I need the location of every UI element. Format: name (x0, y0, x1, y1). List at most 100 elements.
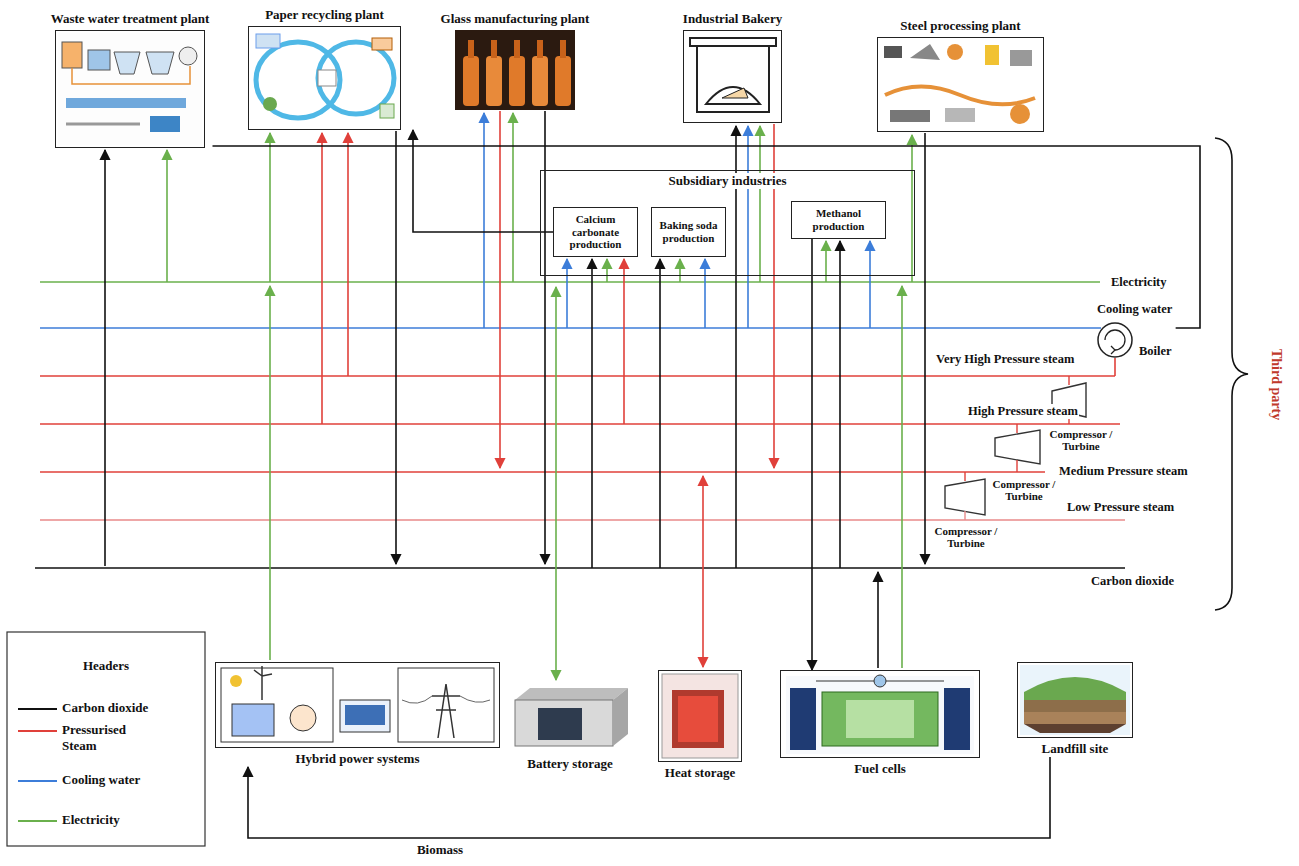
paper-recycling-picture (263, 97, 277, 111)
glass-bottles-picture (537, 40, 543, 58)
paper-recycling-picture (372, 38, 392, 50)
compressor-turbine-symbols (995, 430, 1040, 464)
landfill-picture (1024, 677, 1126, 700)
plant-node: Industrial Bakery (680, 11, 786, 123)
cooling-water-wires (869, 241, 871, 328)
steam-wires (623, 259, 625, 424)
glass-bottles-picture (532, 56, 548, 106)
co2-wires (659, 259, 661, 568)
box-label: Baking soda production (655, 219, 722, 244)
node-label: Hybrid power systems (215, 751, 500, 767)
wastewater-picture (88, 50, 110, 70)
picture-frame (215, 662, 500, 748)
hybrid-power-picture (221, 666, 494, 742)
steam-wires (347, 133, 349, 376)
battery-picture (613, 688, 628, 746)
legend-line-sample (18, 820, 57, 822)
box-label: Calcium carbonate production (557, 213, 634, 251)
industry-group: Subsidiary industriesCalcium carbonate p… (540, 170, 915, 276)
label-holder: Medium Pressure steam (1058, 464, 1189, 479)
header-label: Compressor / Turbine (990, 478, 1058, 502)
bakery-oven-picture (690, 38, 776, 46)
hybrid-power-picture (221, 668, 333, 742)
third-party-brace (1215, 138, 1248, 610)
header-label: Carbon dioxide (1090, 574, 1175, 589)
co2-wires (877, 572, 879, 668)
bakery-oven-picture (722, 88, 748, 98)
wastewater-picture (179, 47, 197, 65)
bakery-oven-picture (690, 38, 776, 112)
waste-node: Landfill site (1017, 662, 1133, 757)
legend-entry: Pressurised Steam (62, 722, 162, 753)
node-label: Industrial Bakery (680, 11, 786, 27)
glass-bottles-picture (491, 40, 497, 58)
hybrid-power-picture (232, 704, 274, 736)
fuel-cell-picture (874, 675, 886, 687)
electricity-wires (512, 113, 514, 282)
process-box: Methanol production (791, 201, 886, 239)
compressor-turbine-symbols (1068, 376, 1069, 385)
legend-entry: Cooling water (62, 772, 140, 788)
boiler-symbol (1095, 318, 1135, 362)
legend-box (7, 632, 205, 846)
paper-recycling-picture (318, 70, 336, 86)
header-label: High Pressure steam (967, 404, 1079, 419)
process-box: Baking soda production (651, 207, 726, 257)
node-label: Fuel cells (780, 761, 980, 777)
glass-bottles-picture (486, 56, 502, 106)
plant-node: Glass manufacturing plant (438, 11, 593, 110)
steel-plant-picture (890, 110, 930, 122)
legend-text: Pressurised Steam (62, 722, 162, 753)
picture-frame (1017, 662, 1133, 738)
wastewater-picture (66, 123, 140, 126)
heat-storage-picture (672, 690, 724, 748)
picture-frame (55, 30, 205, 148)
plant-node: Steel processing plant (877, 18, 1044, 132)
paper-recycling-picture (318, 42, 394, 114)
glass-bottles-picture (463, 56, 479, 106)
cooling-water-wires (566, 259, 568, 328)
node-label: Paper recycling plant (248, 7, 401, 23)
label-holder: Carbon dioxide (1090, 574, 1175, 589)
steam-wires (702, 476, 704, 667)
header-lines (40, 375, 1115, 377)
hybrid-power-picture (432, 684, 460, 738)
battery-picture (515, 700, 613, 746)
co2-wires (924, 133, 926, 564)
fuel-cell-picture (790, 688, 816, 750)
co2-wires (544, 111, 546, 564)
energy-node: Fuel cells (780, 670, 980, 777)
wastewater-picture (72, 66, 190, 84)
flow-connector (811, 239, 813, 670)
header-label: Electricity (1110, 275, 1168, 290)
steel-plant-picture (885, 87, 1035, 105)
electricity-wires (679, 259, 681, 282)
hybrid-power-picture (230, 675, 242, 687)
energy-node: Battery storage (510, 683, 630, 772)
edge-label-holder: Biomass (415, 842, 465, 858)
flow-connector (213, 146, 1201, 328)
compressor-turbine-symbols (964, 472, 965, 481)
wastewater-picture (62, 42, 82, 68)
electricity-wires (166, 150, 168, 282)
steam-wires (322, 111, 774, 667)
picture-frame (877, 37, 1044, 132)
header-label: Low Pressure steam (1066, 500, 1175, 515)
compressor-turbine-symbols (1016, 460, 1017, 472)
node-label: Battery storage (510, 756, 630, 772)
node-label: Heat storage (658, 765, 742, 781)
header-label: Medium Pressure steam (1058, 464, 1189, 479)
electricity-wires (901, 286, 903, 668)
side-label: Third party (1267, 348, 1284, 421)
legend-line-sample (18, 708, 57, 710)
group-heading: Subsidiary industries (664, 173, 790, 189)
picture-frame (658, 670, 742, 762)
picture-frame (780, 670, 980, 758)
electricity-wires (606, 259, 608, 282)
glass-bottles-picture (455, 30, 575, 110)
battery-picture (515, 688, 628, 700)
legend-text: Cooling water (62, 772, 140, 788)
label-holder: Cooling water (1096, 302, 1173, 317)
flow-connector (413, 130, 553, 232)
